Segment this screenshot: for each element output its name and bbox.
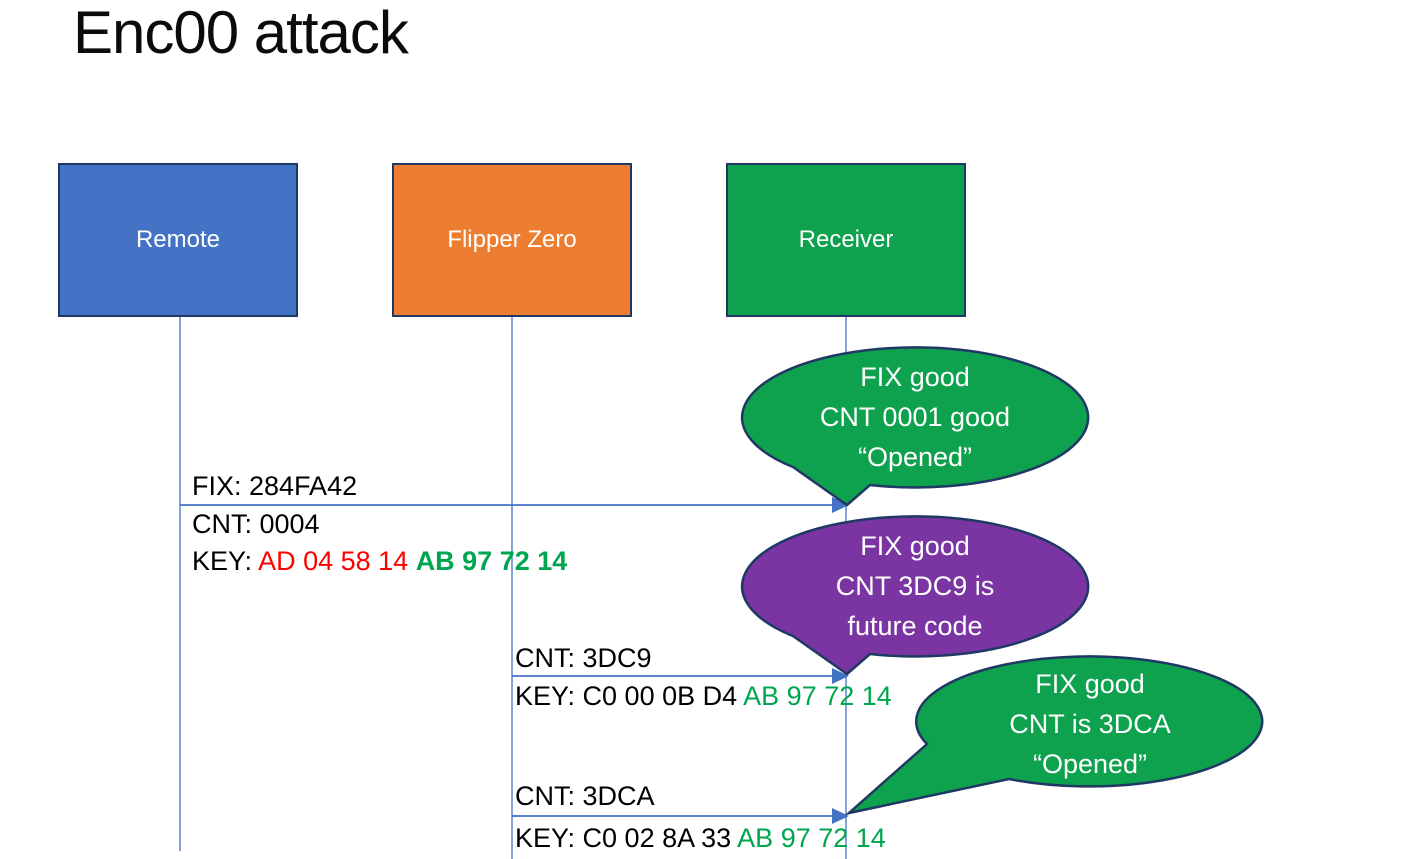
message1-fix-label: FIX: 284FA42	[192, 471, 358, 501]
speech-bubble-green-1	[740, 346, 1090, 507]
actor-label-receiver: Receiver	[798, 226, 894, 253]
actor-box-flipper-zero: Flipper Zero	[392, 163, 632, 317]
bubble2-line1: FIX good	[860, 531, 970, 561]
message1-key-fixed-bytes: AB 97 72 14	[415, 546, 568, 576]
message3-key-label: KEY: C0 02 8A 33 AB 97 72 14	[515, 823, 886, 853]
bubble3-line3: “Opened”	[1032, 749, 1148, 779]
actor-box-receiver: Receiver	[726, 163, 966, 317]
speech-bubble-green-2-text: FIX good CNT is 3DCA “Opened”	[917, 664, 1263, 784]
message1-key-changed-bytes: AD 04 58 14	[258, 546, 416, 576]
speech-bubble-purple-text: FIX good CNT 3DC9 is future code	[742, 526, 1088, 646]
message2-key-label: KEY: C0 00 0B D4 AB 97 72 14	[515, 681, 892, 711]
message1-arrowhead-icon	[832, 497, 849, 513]
page-title: Enc00 attack	[73, 0, 409, 66]
message2-cnt-label: CNT: 3DC9	[515, 643, 652, 673]
bubble3-line1: FIX good	[1035, 669, 1145, 699]
actor-box-remote: Remote	[58, 163, 298, 317]
bubble2-line2: CNT 3DC9 is	[835, 571, 995, 601]
speech-bubble-purple	[740, 515, 1090, 676]
message2-key-prefix: KEY: C0 00 0B D4	[515, 681, 744, 711]
message3-arrowhead-icon	[832, 808, 849, 824]
message3-cnt-label: CNT: 3DCA	[515, 781, 655, 811]
message1-key-prefix: KEY:	[192, 546, 259, 576]
actor-label-remote: Remote	[135, 226, 221, 253]
actor-label-flipper-zero: Flipper Zero	[447, 226, 577, 253]
message2-key-fixed-bytes: AB 97 72 14	[743, 681, 892, 711]
message3-key-prefix: KEY: C0 02 8A 33	[515, 823, 738, 853]
message1-key-label: KEY: AD 04 58 14 AB 97 72 14	[192, 546, 567, 576]
message2-arrowhead-icon	[832, 668, 849, 684]
bubble1-line3: “Opened”	[857, 442, 973, 472]
message3-key-fixed-bytes: AB 97 72 14	[737, 823, 886, 853]
bubble1-line1: FIX good	[860, 362, 970, 392]
speech-bubble-green-1-text: FIX good CNT 0001 good “Opened”	[742, 357, 1088, 477]
message1-cnt-label: CNT: 0004	[192, 509, 320, 539]
bubble2-line3: future code	[847, 611, 983, 641]
bubble3-line2: CNT is 3DCA	[1009, 709, 1171, 739]
bubble1-line2: CNT 0001 good	[819, 402, 1011, 432]
speech-bubble-green-2	[844, 655, 1264, 816]
